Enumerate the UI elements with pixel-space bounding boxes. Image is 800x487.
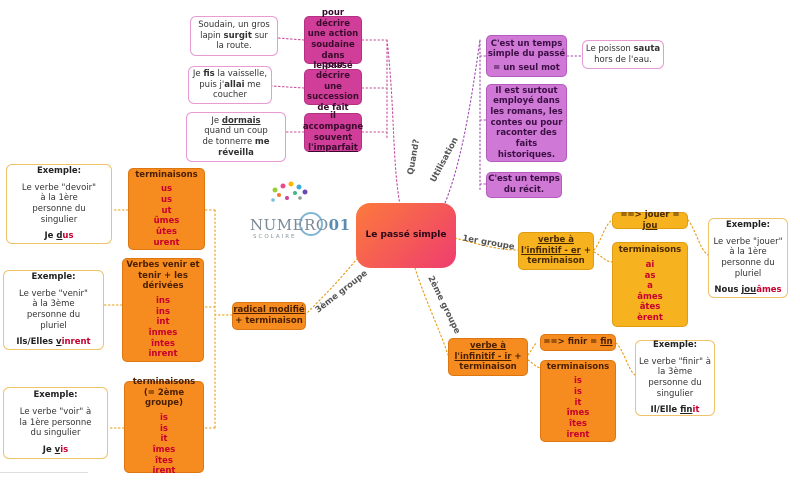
g1-rule-node[interactable]: ==> jouer = jou xyxy=(612,210,688,231)
g1-main-node[interactable]: verbe à l'infinitif - er + terminaison xyxy=(518,232,594,270)
g2-main-node[interactable]: verbe à l'infinitif - ir + terminaison xyxy=(448,338,528,376)
logo-subtitle: SCOLAIRE xyxy=(253,234,297,240)
numero01-logo-icon xyxy=(271,181,323,236)
quand-example-lapin: Soudain, un gros lapin surgit sur la rou… xyxy=(190,16,278,56)
quand-example-tonnerre: Je dormais quand un coup de tonnerre me … xyxy=(186,112,286,162)
g3-main-node[interactable]: radical modifié+ terminaison xyxy=(232,302,306,330)
quand-example-vaisselle: Je fis la vaisselle, puis j'allai me cou… xyxy=(188,66,272,104)
utilisation-example-poisson: Le poisson sauta hors de l'eau. xyxy=(582,40,664,69)
g2-rule-node[interactable]: ==> finir = fin xyxy=(540,334,616,351)
center-node[interactable]: Le passé simple xyxy=(356,203,456,268)
logo-wordmark: NUMERO01 xyxy=(250,216,351,234)
divider-line xyxy=(0,472,88,473)
